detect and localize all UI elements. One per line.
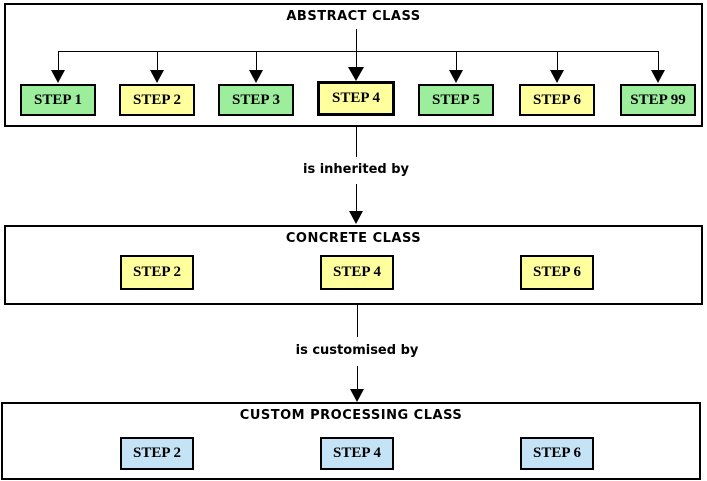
concrete-step-box-6: STEP 6 [520, 255, 594, 290]
connector-line [456, 51, 457, 71]
custom-step-box-4: STEP 4 [320, 437, 394, 470]
connector-line [256, 51, 257, 71]
arrow-down-icon [348, 67, 364, 81]
connector-line [157, 51, 158, 71]
step-box-99: STEP 99 [620, 84, 696, 116]
arrow-down-icon [550, 70, 564, 83]
custom-step-box-2: STEP 2 [120, 437, 194, 470]
connector-line [356, 127, 357, 157]
custom-step-box-6: STEP 6 [520, 437, 594, 470]
arrow-down-icon [449, 70, 463, 83]
step-box-1: STEP 1 [20, 84, 96, 116]
arrow-down-icon [51, 70, 65, 83]
connector-line [58, 51, 659, 52]
relation-inherited-label: is inherited by [256, 162, 456, 177]
arrow-down-icon [349, 211, 363, 224]
step-box-4: STEP 4 [317, 81, 395, 116]
concrete-step-box-2: STEP 2 [120, 255, 194, 290]
step-box-6: STEP 6 [519, 84, 595, 116]
connector-line [357, 366, 358, 389]
step-box-3: STEP 3 [218, 84, 294, 116]
arrow-down-icon [150, 70, 164, 83]
arrow-down-icon [249, 70, 263, 83]
concrete-class-title: CONCRETE CLASS [285, 231, 422, 246]
connector-line [357, 305, 358, 337]
arrow-down-icon [350, 389, 364, 402]
connector-line [356, 51, 357, 68]
step-box-5: STEP 5 [418, 84, 494, 116]
connector-line [557, 51, 558, 71]
step-box-2: STEP 2 [119, 84, 195, 116]
connector-line [356, 184, 357, 211]
concrete-step-box-4: STEP 4 [320, 255, 394, 290]
connector-line [356, 29, 357, 52]
arrow-down-icon [651, 70, 665, 83]
connector-line [658, 51, 659, 71]
custom-processing-class-title: CUSTOM PROCESSING CLASS [239, 408, 463, 423]
connector-line [58, 51, 59, 71]
abstract-class-title: ABSTRACT CLASS [286, 9, 421, 24]
relation-customised-label: is customised by [257, 343, 457, 358]
